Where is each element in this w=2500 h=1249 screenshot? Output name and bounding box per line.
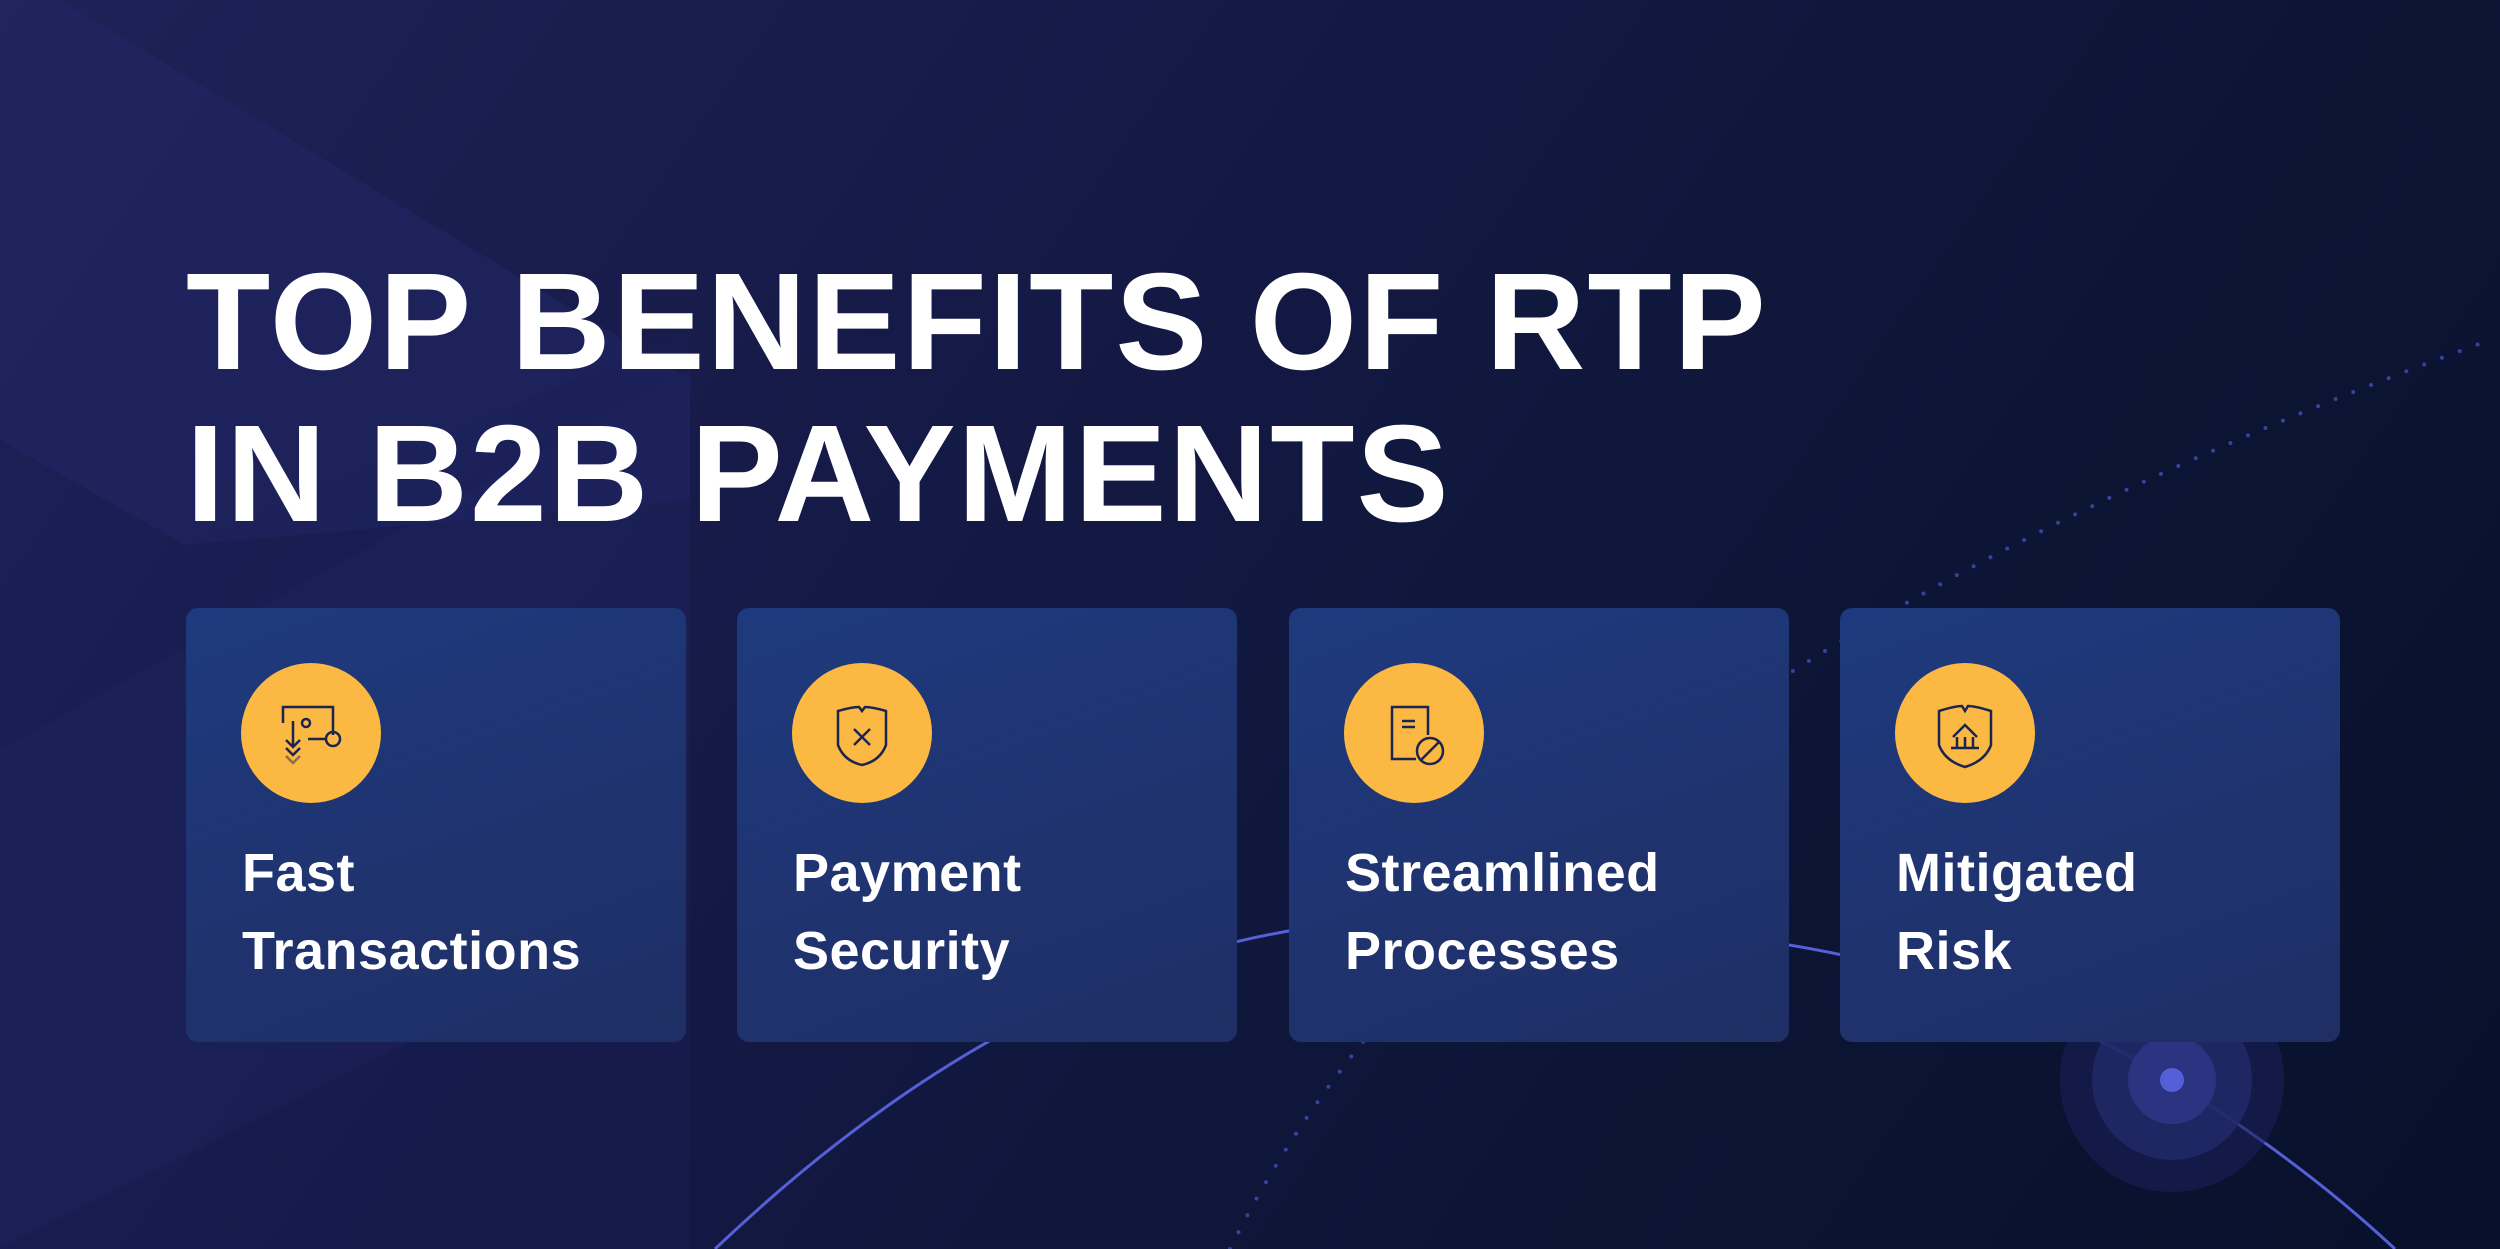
icon-badge	[792, 663, 932, 803]
icon-badge	[1344, 663, 1484, 803]
document-blocked-icon	[1390, 705, 1445, 766]
icon-badge	[241, 663, 381, 803]
title-line-1: TOP BENEFITS OF RTP	[186, 245, 1768, 399]
card-label: Payment Security	[793, 843, 1022, 981]
card-label: Mitigated Risk	[1896, 843, 2138, 981]
shield-x-icon	[836, 705, 888, 767]
page-title: TOP BENEFITS OF RTP IN B2B PAYMENTS	[186, 246, 1768, 550]
card-label: Fast Transactions	[242, 843, 582, 981]
benefit-card-payment-security: Payment Security	[737, 608, 1237, 1042]
benefit-card-streamlined-processes: Streamlined Processes	[1289, 608, 1789, 1042]
benefit-card-mitigated-risk: Mitigated Risk	[1840, 608, 2340, 1042]
fast-transaction-icon	[281, 705, 342, 765]
title-line-2: IN B2B PAYMENTS	[186, 397, 1451, 551]
card-label: Streamlined Processes	[1345, 843, 1660, 981]
shield-bank-icon	[1937, 704, 1993, 769]
icon-badge	[1895, 663, 2035, 803]
benefit-card-fast-transactions: Fast Transactions	[186, 608, 686, 1042]
